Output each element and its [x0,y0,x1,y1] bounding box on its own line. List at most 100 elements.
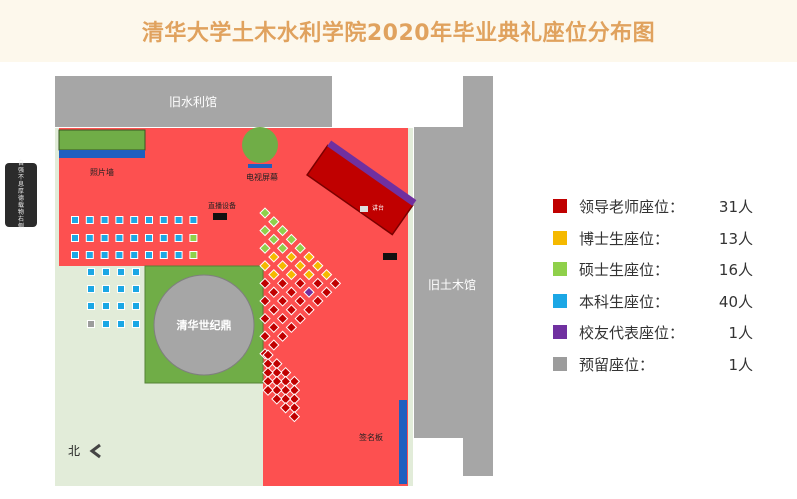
seat-bachelor[interactable] [115,216,124,224]
seat-bachelor[interactable] [132,302,140,310]
seat-bachelor[interactable] [174,251,183,259]
seat-leader[interactable] [320,286,333,298]
seat-leader[interactable] [268,321,280,334]
seat-bachelor[interactable] [130,216,139,224]
seat-phd[interactable] [276,260,289,272]
seat-phd[interactable] [312,260,324,272]
seat-leader[interactable] [276,277,289,290]
seat-bachelor[interactable] [159,216,168,224]
seat-bachelor[interactable] [174,216,183,224]
seat-leader[interactable] [271,366,283,379]
seat-bachelor[interactable] [117,320,125,328]
seat-bachelor[interactable] [115,251,124,259]
seat-phd[interactable] [285,268,298,281]
seat-leader[interactable] [268,304,280,316]
seat-bachelor[interactable] [130,234,139,242]
seat-leader[interactable] [288,410,301,423]
seat-alumni[interactable] [303,286,315,298]
seat-leader[interactable] [262,375,274,388]
seat-bachelor[interactable] [132,285,140,293]
seat-leader[interactable] [259,312,271,325]
seat-bachelor[interactable] [102,285,110,293]
seat-leader[interactable] [303,304,315,316]
seat-master[interactable] [285,233,298,246]
seat-bachelor[interactable] [115,234,124,242]
seat-bachelor[interactable] [85,251,94,259]
seat-leader[interactable] [268,339,280,351]
seat-leader[interactable] [279,393,292,405]
seat-leader[interactable] [262,358,274,370]
seat-bachelor[interactable] [85,234,94,242]
seat-phd[interactable] [268,268,280,281]
seat-leader[interactable] [288,402,301,414]
seat-leader[interactable] [271,358,283,370]
seat-leader[interactable] [294,277,306,290]
seat-leader[interactable] [279,402,292,414]
seat-phd[interactable] [285,251,298,263]
seat-leader[interactable] [259,295,271,307]
seat-bachelor[interactable] [145,234,153,242]
seat-bachelor[interactable] [117,302,125,310]
seat-bachelor[interactable] [174,234,183,242]
seat-bachelor[interactable] [71,216,79,224]
seat-phd[interactable] [320,268,333,281]
seat-master[interactable] [189,251,198,259]
seat-bachelor[interactable] [159,251,168,259]
seat-master[interactable] [276,224,289,237]
seat-leader[interactable] [268,286,280,298]
seat-bachelor[interactable] [71,234,79,242]
seat-leader[interactable] [259,330,271,342]
seat-phd[interactable] [303,251,315,263]
seat-bachelor[interactable] [85,216,94,224]
seat-bachelor[interactable] [189,216,198,224]
seat-leader[interactable] [312,295,324,307]
seat-leader[interactable] [329,277,342,290]
seat-bachelor[interactable] [102,268,110,276]
seat-leader[interactable] [279,366,292,379]
seat-phd[interactable] [259,260,271,272]
seat-leader[interactable] [285,304,298,316]
seat-bachelor[interactable] [132,268,140,276]
seat-bachelor[interactable] [100,234,109,242]
seat-bachelor[interactable] [87,302,95,310]
seat-bachelor[interactable] [100,216,109,224]
side-tab[interactable]: 自强不息厚德载物右侧 [5,160,37,230]
seat-leader[interactable] [271,393,283,405]
seat-reserved[interactable] [87,320,95,328]
seat-leader[interactable] [271,384,283,396]
seat-leader[interactable] [294,295,306,307]
seat-leader[interactable] [288,375,301,388]
seat-phd[interactable] [268,251,280,263]
seat-leader[interactable] [285,321,298,334]
seat-bachelor[interactable] [117,285,125,293]
seat-bachelor[interactable] [145,216,153,224]
seat-leader[interactable] [279,375,292,388]
seat-master[interactable] [268,216,280,228]
seat-bachelor[interactable] [100,251,109,259]
seat-bachelor[interactable] [102,320,110,328]
seat-leader[interactable] [262,366,274,379]
seat-bachelor[interactable] [117,268,125,276]
seat-bachelor[interactable] [132,320,140,328]
seat-bachelor[interactable] [159,234,168,242]
seat-bachelor[interactable] [71,251,79,259]
seat-leader[interactable] [276,295,289,307]
seat-master[interactable] [259,207,271,219]
seat-leader[interactable] [259,277,271,290]
seat-leader[interactable] [312,277,324,290]
seat-master[interactable] [294,242,306,254]
seat-phd[interactable] [303,268,315,281]
seat-leader[interactable] [262,349,274,361]
seat-bachelor[interactable] [87,268,95,276]
seat-master[interactable] [259,242,271,254]
seat-leader[interactable] [276,312,289,325]
seat-master[interactable] [259,224,271,237]
seat-leader[interactable] [288,393,301,405]
seat-leader[interactable] [262,384,274,396]
seat-leader[interactable] [285,286,298,298]
seat-bachelor[interactable] [145,251,153,259]
seat-phd[interactable] [294,260,306,272]
seat-master[interactable] [276,242,289,254]
seat-master[interactable] [268,233,280,246]
seat-leader[interactable] [271,375,283,388]
